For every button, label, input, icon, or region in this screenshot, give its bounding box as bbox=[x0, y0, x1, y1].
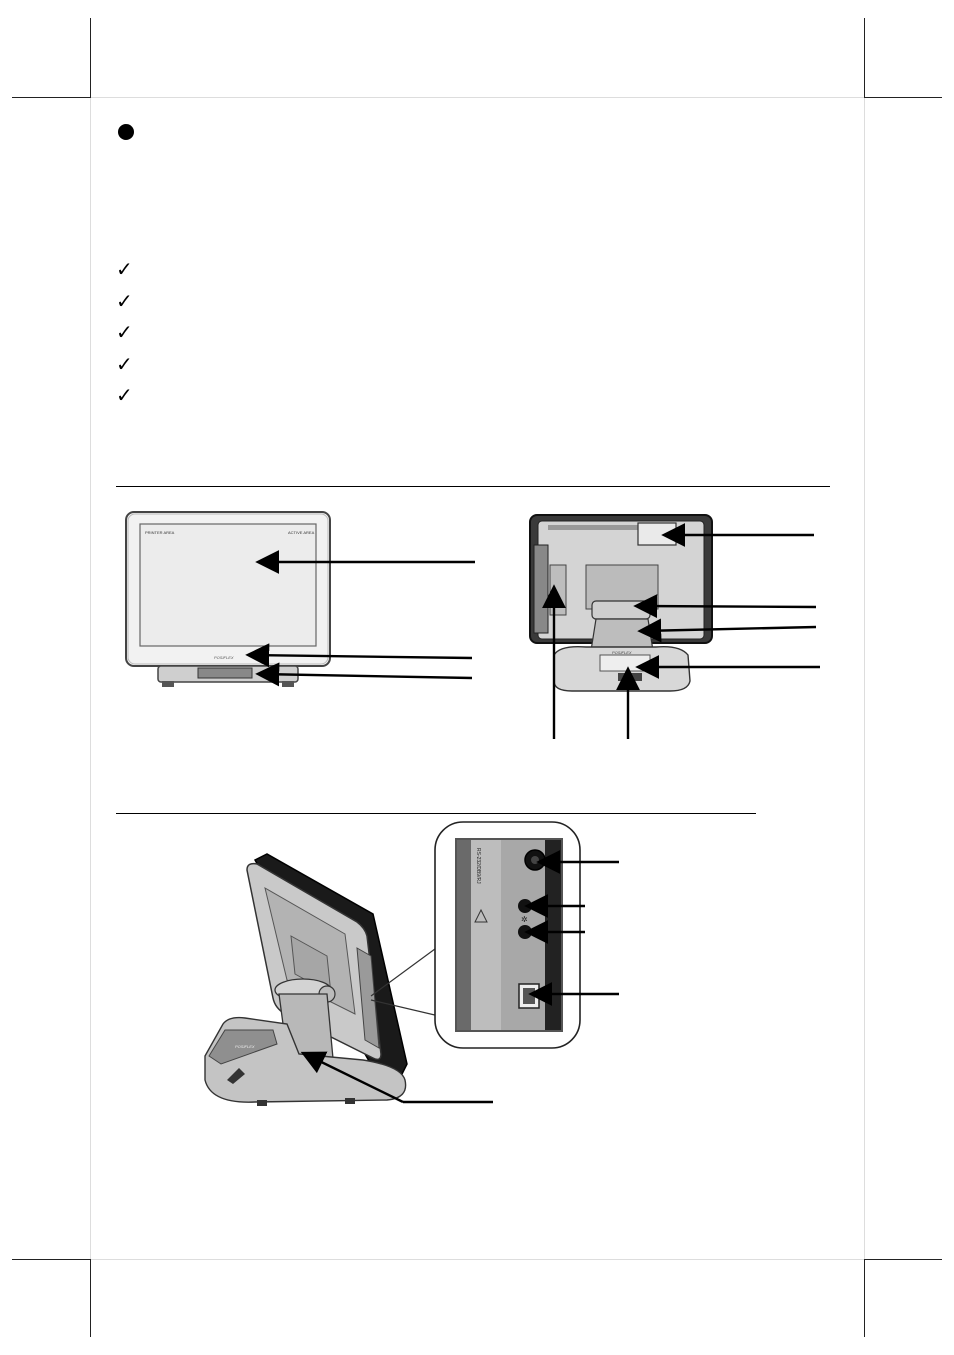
crop-mark-top-left-horizontal bbox=[12, 97, 91, 98]
svg-text:✲: ✲ bbox=[521, 915, 528, 924]
zoom-connector-top bbox=[370, 945, 440, 997]
crop-mark-bottom-right-horizontal bbox=[864, 1259, 942, 1260]
bezel-logo: POSIFLEX bbox=[214, 655, 234, 660]
side-view-figure: POSIFLEX RS-232/DB9/RJ ✲ bbox=[204, 821, 619, 1106]
crop-mark-bottom-right-vertical bbox=[864, 1259, 865, 1337]
callout-arrow-logo bbox=[245, 643, 473, 668]
section-bullet-icon bbox=[118, 124, 134, 140]
callout-arrow-hinge bbox=[633, 594, 817, 619]
crop-mark-bottom-left-vertical bbox=[90, 1259, 91, 1337]
callout-arrow-stand-diagonal bbox=[300, 1051, 404, 1104]
callout-arrow-base bbox=[255, 662, 473, 687]
screen-label-right: ACTIVE AREA bbox=[288, 530, 315, 535]
page-margin-bottom bbox=[91, 1259, 864, 1260]
front-view-figure: PRINTER AREA ACTIVE AREA POSIFLEX bbox=[125, 511, 475, 687]
crop-mark-top-right-horizontal bbox=[864, 97, 942, 98]
check-mark-icon: ✓ bbox=[116, 257, 133, 281]
rear-view-figure: POSIFLEX bbox=[529, 514, 820, 739]
page-margin-right bbox=[864, 98, 865, 1259]
section-divider-side-view bbox=[116, 813, 756, 814]
crop-mark-top-left-vertical bbox=[90, 18, 91, 98]
page-margin-top bbox=[91, 97, 864, 98]
check-mark-icon: ✓ bbox=[116, 320, 133, 344]
stand-hinge bbox=[591, 600, 651, 620]
zoom-connector-bottom bbox=[370, 999, 440, 1017]
section-divider-views bbox=[116, 486, 830, 487]
callout-arrow-neck bbox=[637, 618, 817, 643]
io-port-vertical-label: RS-232/DB9/RJ bbox=[475, 848, 481, 884]
check-mark-icon: ✓ bbox=[116, 383, 133, 407]
check-mark-icon: ✓ bbox=[116, 352, 133, 376]
check-mark-icon: ✓ bbox=[116, 289, 133, 313]
crop-mark-top-right-vertical bbox=[864, 18, 865, 98]
crop-mark-bottom-left-horizontal bbox=[12, 1259, 91, 1260]
side-stand-logo: POSIFLEX bbox=[235, 1044, 255, 1049]
page-margin-left bbox=[90, 98, 91, 1259]
rear-left-compartment bbox=[533, 544, 549, 634]
touch-screen bbox=[139, 523, 317, 647]
rear-stand-logo: POSIFLEX bbox=[612, 650, 632, 655]
screen-label-left: PRINTER AREA bbox=[145, 530, 175, 535]
